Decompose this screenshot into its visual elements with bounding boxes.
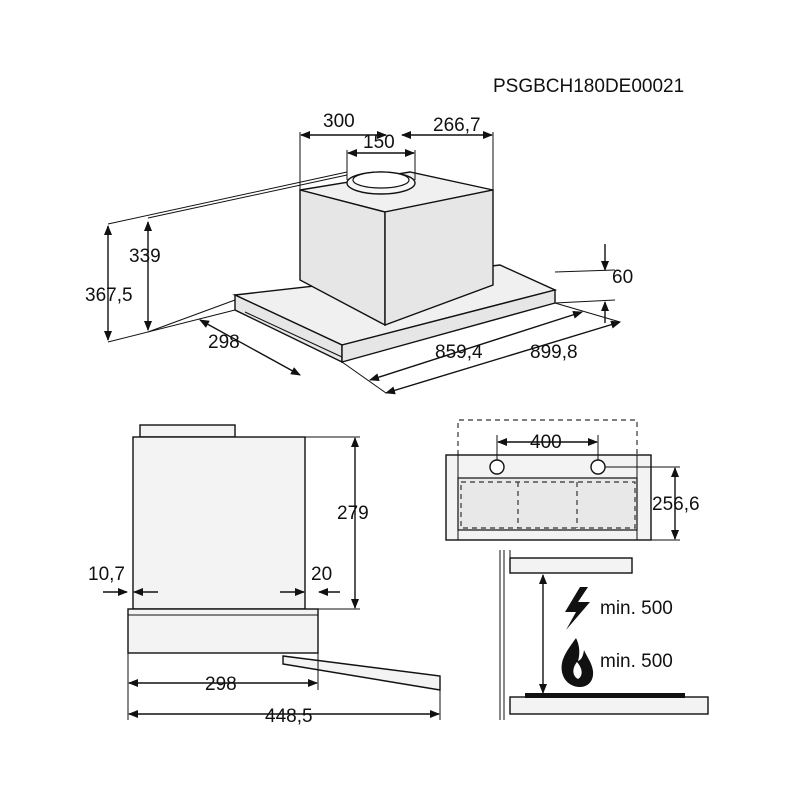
side-view: 279 10,7 20 298 448,5: [88, 424, 441, 727]
dim-width-chimney: 300: [323, 111, 355, 132]
side-visor: [282, 655, 441, 691]
side-top-cap: [139, 424, 236, 438]
dim-hole-spacing: 400: [530, 432, 562, 453]
dim-front-height: 256,6: [652, 494, 700, 515]
dim-side-extended-depth: 448,5: [265, 706, 313, 727]
dim-side-depth: 298: [205, 674, 237, 695]
model-code: PSGBCH180DE00021: [493, 76, 684, 97]
dim-side-left-offset: 10,7: [88, 564, 125, 585]
install-hood: [509, 557, 633, 574]
install-hob: [509, 696, 709, 715]
duct-opening: [352, 171, 410, 189]
side-canopy: [127, 608, 319, 654]
install-electric-min: min. 500: [600, 598, 673, 619]
install-gas-min: min. 500: [600, 651, 673, 672]
chimney-right-face: [384, 189, 494, 327]
dim-depth-iso: 298: [208, 332, 240, 353]
mount-hole-right: [590, 459, 606, 475]
dim-side-right-offset: 20: [311, 564, 332, 585]
dim-side-height: 279: [337, 503, 369, 524]
dim-offset-chimney: 266,7: [433, 115, 481, 136]
mount-hole-left: [489, 459, 505, 475]
dim-height-inner: 339: [129, 246, 161, 267]
isometric-view: 300 266,7 150 339 367,5 60 298 859,4 899…: [85, 111, 633, 395]
dim-width-total: 899,8: [530, 342, 578, 363]
dim-width-inner: 859,4: [435, 342, 483, 363]
electric-icon: [565, 587, 590, 630]
dim-thickness: 60: [612, 267, 633, 288]
side-chimney: [132, 436, 306, 610]
dim-duct-diameter: 150: [363, 132, 395, 153]
front-filter-area: [457, 477, 638, 531]
dim-height-total: 367,5: [85, 285, 133, 306]
front-view: 400 256,6 min. 500 min. 500: [445, 419, 709, 720]
install-hob-top: [525, 693, 685, 698]
